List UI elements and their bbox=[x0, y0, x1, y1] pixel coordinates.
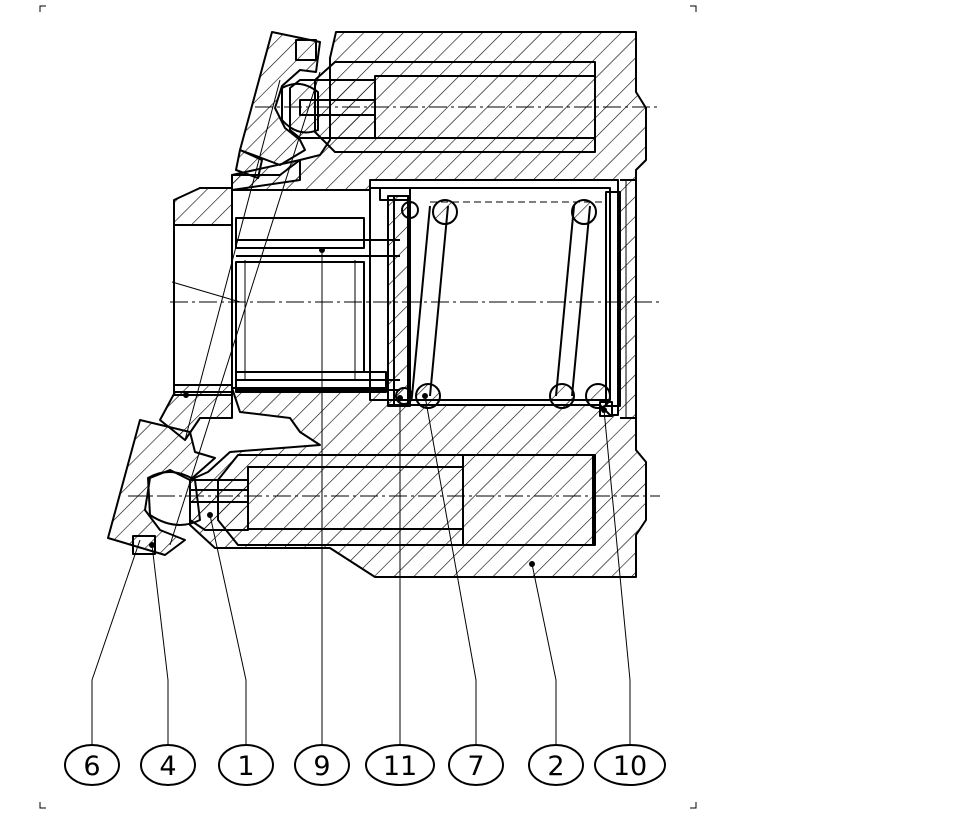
pin-plate bbox=[379, 187, 411, 407]
balloon-6: 6 bbox=[64, 744, 120, 786]
leader-dots bbox=[149, 247, 607, 567]
balloon-7: 7 bbox=[448, 744, 504, 786]
balloon-10: 10 bbox=[594, 744, 666, 786]
balloon-4: 4 bbox=[140, 744, 196, 786]
balloon-1-label: 1 bbox=[237, 751, 254, 782]
lower-piston bbox=[189, 454, 594, 546]
balloon-11-label: 11 bbox=[383, 751, 417, 782]
balloon-9: 9 bbox=[294, 744, 350, 786]
sheet-corner-marks bbox=[39, 5, 697, 809]
balloon-6-label: 6 bbox=[83, 751, 100, 782]
balloon-9-label: 9 bbox=[313, 751, 330, 782]
retainer-hub bbox=[173, 187, 233, 396]
upper-slipper bbox=[239, 31, 321, 166]
compression-spring bbox=[395, 199, 611, 409]
balloon-2: 2 bbox=[528, 744, 584, 786]
balloon-4-label: 4 bbox=[159, 751, 176, 782]
balloon-2-label: 2 bbox=[547, 751, 564, 782]
leader-lines bbox=[91, 250, 631, 745]
spring-cage bbox=[235, 217, 400, 393]
balloon-1: 1 bbox=[218, 744, 274, 786]
center-lines bbox=[128, 71, 660, 546]
balloon-7-label: 7 bbox=[467, 751, 484, 782]
balloon-11: 11 bbox=[365, 744, 435, 786]
balloon-10-label: 10 bbox=[613, 751, 647, 782]
